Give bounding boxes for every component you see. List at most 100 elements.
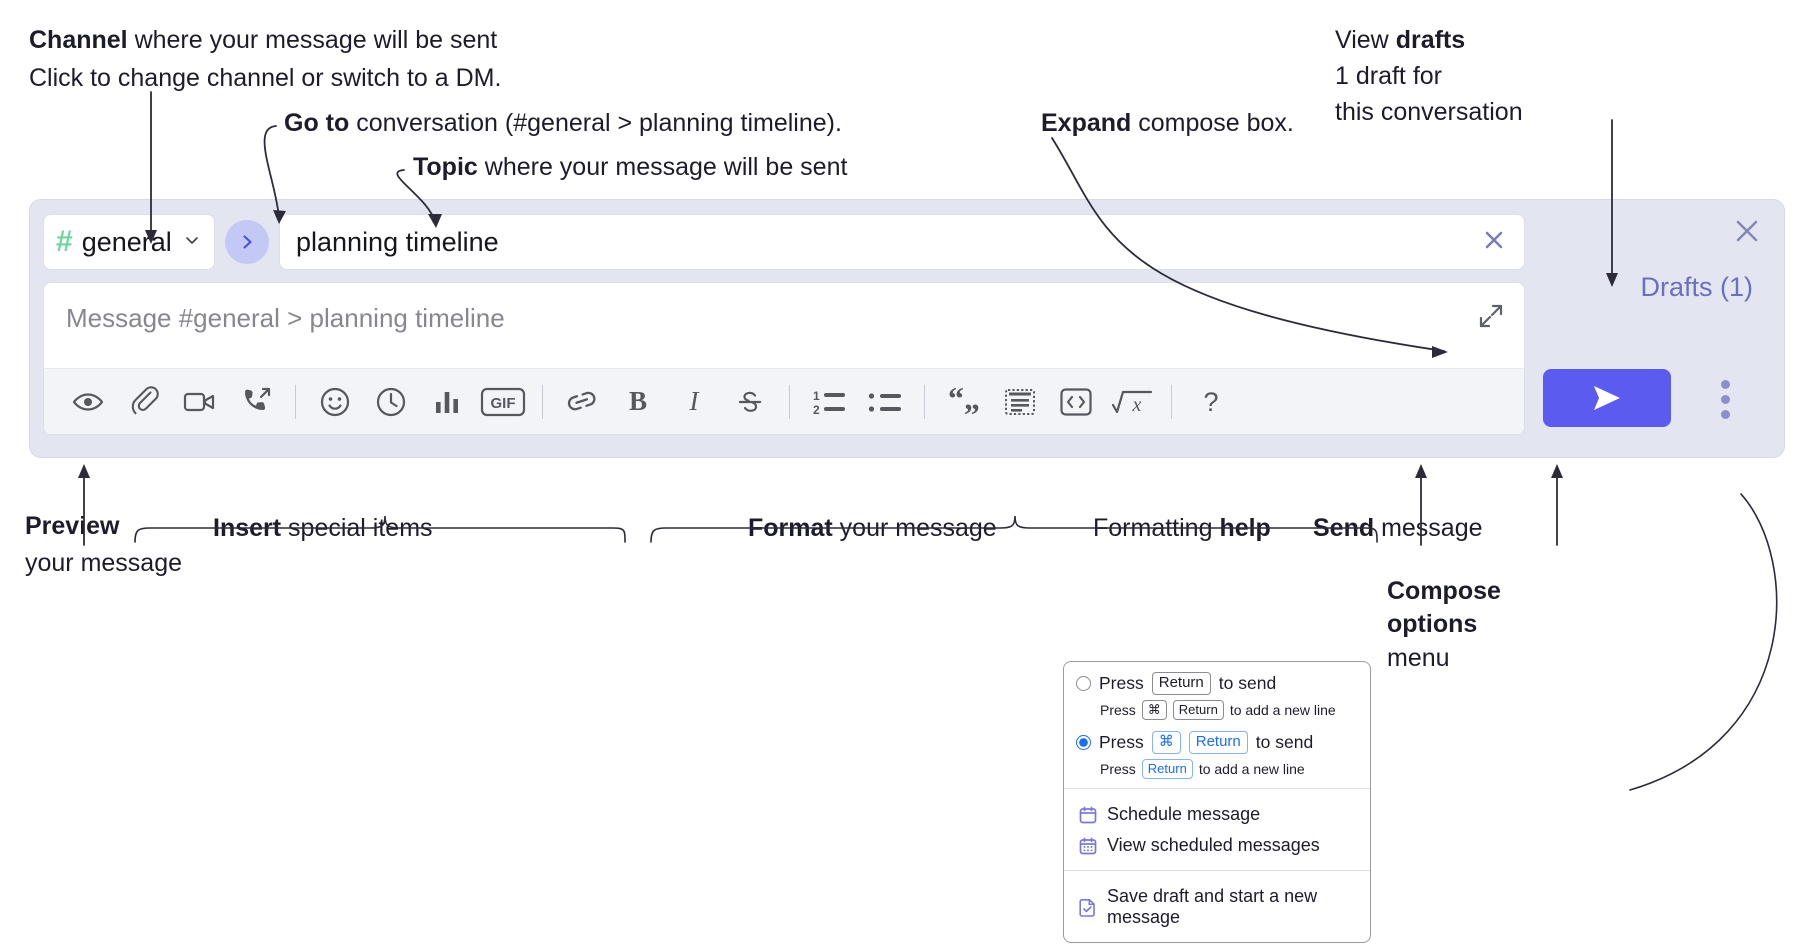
annotation-compose-options-line2: options	[1387, 610, 1478, 639]
svg-text:x: x	[1132, 394, 1142, 416]
annotation-channel-rest: where your message will be sent	[127, 26, 498, 54]
compose-options-button[interactable]	[1721, 380, 1730, 419]
annotation-expand-bold: Expand	[1041, 109, 1132, 137]
annotation-topic-bold: Topic	[413, 153, 478, 181]
key-return: Return	[1151, 672, 1211, 695]
svg-text:2: 2	[813, 403, 820, 417]
menu-item-label: Save draft and start a new message	[1107, 886, 1318, 927]
annotation-drafts-line2: 1 draft for	[1335, 62, 1442, 90]
annotation-drafts-line3: this conversation	[1335, 98, 1523, 126]
toolbar-separator	[789, 384, 790, 419]
annotation-send-rest: message	[1374, 514, 1483, 542]
svg-text:1: 1	[813, 389, 820, 403]
bold-icon[interactable]: B	[610, 376, 666, 428]
annotation-format: Format your message	[748, 512, 997, 544]
svg-text:I: I	[689, 386, 701, 416]
annotation-drafts-lead: View	[1335, 26, 1396, 54]
send-button[interactable]	[1543, 369, 1671, 427]
menu-item-label: Schedule message	[1107, 804, 1261, 824]
goto-conversation-button[interactable]	[225, 220, 269, 264]
option2-tail: to send	[1255, 731, 1314, 752]
compose-widget: # general planning timeline	[29, 199, 1785, 458]
menu-item-schedule-message[interactable]: Schedule message	[1076, 799, 1358, 830]
clock-icon[interactable]	[363, 376, 419, 428]
menu-group-schedule: Schedule message View scheduled messages	[1064, 789, 1370, 870]
menu-group-draft: Save draft and start a new message	[1064, 871, 1370, 942]
annotation-goto: Go to conversation (#general > planning …	[284, 107, 842, 139]
annotation-compose-options-line3: menu	[1387, 643, 1450, 672]
menu-item-view-scheduled-messages[interactable]: View scheduled messages	[1076, 830, 1358, 861]
send-option-2[interactable]: Press ⌘ Return to send Press Return to a…	[1064, 729, 1370, 788]
annotation-help: Formatting help	[1093, 512, 1271, 544]
option2-sub-tail: to add a new line	[1198, 760, 1305, 777]
menu-item-save-draft[interactable]: Save draft and start a new message	[1076, 881, 1358, 933]
blockquote-icon[interactable]: “„	[936, 376, 992, 428]
video-icon[interactable]	[172, 376, 228, 428]
document-check-icon	[1078, 897, 1098, 917]
topic-value: planning timeline	[296, 226, 499, 257]
chevron-right-icon	[243, 235, 252, 249]
help-icon[interactable]: ?	[1183, 376, 1239, 428]
annotation-expand-rest: compose box.	[1131, 109, 1294, 137]
hash-icon: #	[56, 225, 73, 258]
key-command: ⌘	[1141, 699, 1167, 720]
annotation-goto-bold: Go to	[284, 109, 350, 137]
drafts-link[interactable]: Drafts (1)	[1640, 272, 1753, 302]
annotation-send: Send message	[1313, 512, 1483, 544]
preview-icon[interactable]	[60, 376, 116, 428]
gif-icon[interactable]: GIF	[475, 376, 531, 428]
compose-header-row: # general planning timeline	[43, 214, 1525, 270]
math-icon[interactable]: x	[1104, 376, 1160, 428]
menu-item-label: View scheduled messages	[1107, 835, 1320, 855]
channel-name-label: general	[81, 226, 172, 257]
close-compose-button[interactable]	[1730, 214, 1764, 253]
option2-sub-press: Press	[1100, 760, 1136, 777]
kebab-dot	[1721, 380, 1730, 389]
code-icon[interactable]	[1048, 376, 1104, 428]
toolbar-separator	[924, 384, 925, 419]
code-block-icon[interactable]	[992, 376, 1048, 428]
kebab-dot	[1721, 395, 1730, 404]
channel-selector[interactable]: # general	[43, 214, 215, 270]
annotation-channel: Channel where your message will be sent …	[29, 24, 501, 94]
poll-icon[interactable]	[419, 376, 475, 428]
link-icon[interactable]	[554, 376, 610, 428]
option1-sub-press: Press	[1100, 701, 1136, 718]
toolbar-separator	[542, 384, 543, 419]
emoji-icon[interactable]	[307, 376, 363, 428]
italic-icon[interactable]: I	[666, 376, 722, 428]
svg-text:B: B	[629, 386, 647, 416]
compose-options-menu: Press Return to send Press ⌘ Return to a…	[1063, 661, 1371, 943]
send-option-1[interactable]: Press Return to send Press ⌘ Return to a…	[1064, 662, 1370, 729]
option1-tail: to send	[1218, 672, 1277, 693]
svg-text:“„: “„	[948, 385, 980, 416]
strikethrough-icon[interactable]	[722, 376, 778, 428]
annotation-help-rest: Formatting	[1093, 514, 1220, 542]
annotation-send-bold: Send	[1313, 514, 1375, 542]
topic-input[interactable]: planning timeline	[279, 214, 1525, 270]
message-input[interactable]: Message #general > planning timeline	[44, 283, 1524, 368]
menu-divider	[1064, 870, 1370, 871]
audio-call-icon[interactable]	[228, 376, 284, 428]
toolbar-separator	[295, 384, 296, 419]
expand-icon[interactable]	[1476, 301, 1506, 336]
message-placeholder: Message #general > planning timeline	[66, 303, 505, 333]
attachment-icon[interactable]	[116, 376, 172, 428]
annotation-preview-bold: Preview	[25, 512, 120, 540]
svg-text:GIF: GIF	[491, 395, 516, 412]
radio-cmd-return-to-send[interactable]	[1076, 734, 1091, 750]
annotation-format-rest: your message	[832, 514, 997, 542]
bulleted-list-icon[interactable]	[857, 376, 913, 428]
topic-clear-button[interactable]	[1478, 224, 1510, 261]
key-return: Return	[1141, 758, 1193, 779]
annotation-expand: Expand compose box.	[1041, 107, 1294, 139]
radio-return-to-send[interactable]	[1076, 675, 1091, 691]
send-paper-plane-icon	[1594, 386, 1620, 410]
svg-text:?: ?	[1203, 387, 1218, 417]
annotation-compose-options-line1: Compose	[1387, 577, 1501, 605]
key-return: Return	[1172, 699, 1224, 720]
annotation-channel-sub: Click to change channel or switch to a D…	[29, 64, 502, 92]
